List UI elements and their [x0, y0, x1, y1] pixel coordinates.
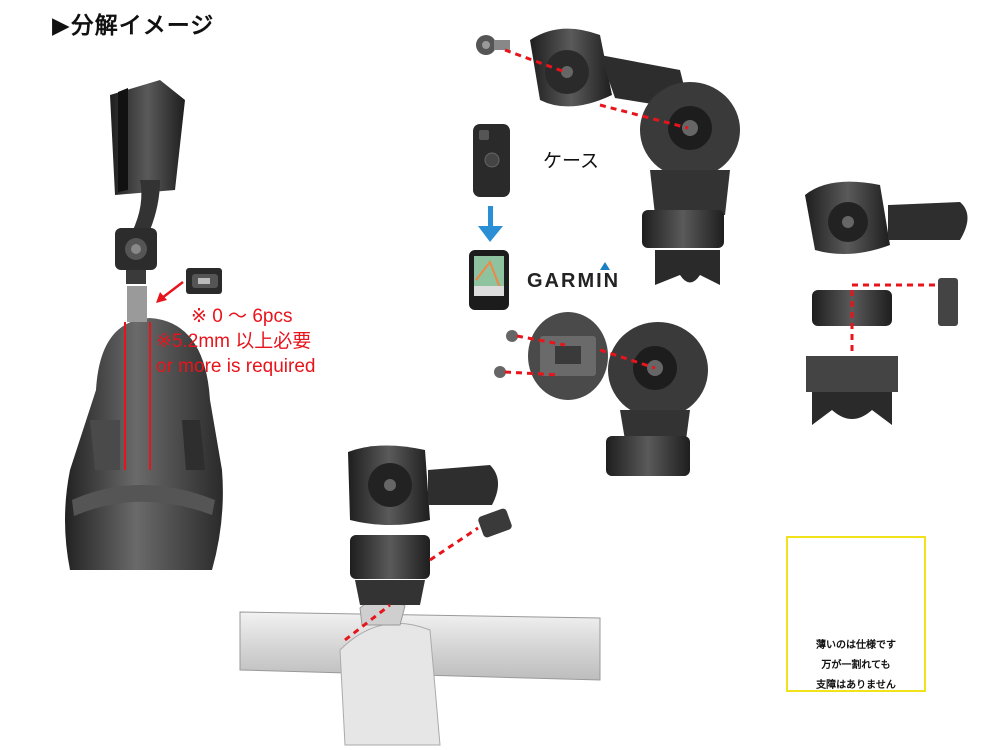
mount-side-view: [110, 80, 185, 322]
warning-line-3: 支障はありません: [816, 680, 896, 691]
spacer-count-note: ※ 0 ～ 6pcs: [191, 306, 293, 327]
mount-on-bar: [348, 445, 512, 605]
exploded-garmin-mount: [494, 312, 708, 476]
garmin-triangle-icon: [600, 262, 610, 270]
warning-line-1: 薄いのは仕様です: [816, 640, 896, 651]
left-arrow-icon: [156, 281, 184, 303]
down-arrow-icon: [478, 206, 503, 242]
assembly-guides: [344, 48, 935, 642]
handlebar: [239, 598, 601, 746]
warning-line-2: 万が一割れても: [821, 660, 891, 671]
case-label: ケース: [543, 150, 600, 172]
spacer-requirement-note: ※5.2mm 以上必要: [156, 331, 312, 352]
phone-case: [473, 124, 510, 197]
spacer-requirement-note-en: or more is required: [156, 356, 316, 377]
page-title: ▶分解イメージ: [52, 13, 215, 39]
warning-box: 薄いのは仕様です 万が一割れても 支障はありません: [786, 536, 926, 692]
spacer-stack: [186, 268, 222, 294]
exploded-stem-clamp: [805, 181, 968, 425]
stem-side-view: [65, 318, 223, 570]
garmin-logo: GARMIN: [527, 270, 621, 292]
garmin-device: [469, 250, 509, 310]
exploded-case-mount: [476, 28, 740, 285]
